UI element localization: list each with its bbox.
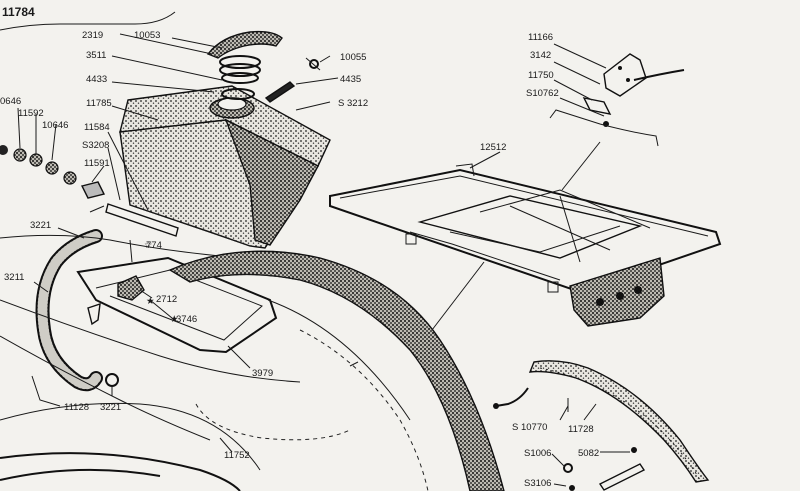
- callout-11128: 11128: [64, 402, 89, 413]
- callout-3221-top: 3221: [30, 220, 51, 231]
- callout-4433: 4433: [86, 74, 107, 85]
- callout-11584: 11584: [84, 122, 110, 133]
- star-marker: ☆: [144, 240, 153, 251]
- callout-4435: 4435: [340, 74, 361, 85]
- hose-clamp: [105, 373, 119, 387]
- callout-12512: 12512: [480, 142, 506, 153]
- callout-774: 774: [146, 240, 162, 251]
- callout-11591: 11591: [84, 158, 110, 169]
- figure-bracket: [0, 11, 176, 31]
- grommet-row: [0, 145, 179, 237]
- callout-10055: 10055: [340, 52, 366, 63]
- body-panel: [0, 234, 351, 491]
- callout-11752: 11752: [224, 450, 250, 461]
- callout-0646: 0646: [0, 96, 21, 107]
- callout-10053: 10053: [134, 30, 160, 41]
- luggage-rack: [329, 163, 722, 327]
- leader-lines: [17, 33, 630, 487]
- callout-10646: 10646: [42, 120, 68, 131]
- callout-11592: 11592: [18, 108, 44, 119]
- callout-11166: 11166: [528, 32, 553, 43]
- callout-11785: 11785: [86, 98, 112, 109]
- figure-number: 11784: [2, 5, 35, 19]
- callout-s10762: S10762: [526, 88, 559, 99]
- filler-cap-assembly: [206, 30, 321, 103]
- callout-2319: 2319: [82, 30, 103, 41]
- callout-s3212: S 3212: [338, 98, 368, 109]
- rack-bracket: [549, 53, 685, 147]
- callout-11750: 11750: [528, 70, 554, 81]
- callout-labels: 2319 10053 3511 10055 4433 4435 11785 S …: [0, 30, 599, 489]
- callout-3142: 3142: [530, 50, 551, 61]
- callout-3746: 3746: [176, 314, 197, 325]
- callout-2712: 2712: [156, 294, 177, 305]
- callout-11728: 11728: [568, 424, 594, 435]
- callout-s1006: S1006: [524, 448, 551, 459]
- star-marker: ★: [146, 296, 155, 307]
- callout-3511: 3511: [86, 50, 106, 61]
- fuel-tank: [119, 85, 331, 249]
- side-trim-strip: [528, 360, 710, 483]
- callout-3221-bottom: 3221: [100, 402, 121, 413]
- callout-3979: 3979: [252, 368, 273, 379]
- callout-s3208: S3208: [82, 140, 109, 151]
- callout-s10770: S 10770: [512, 422, 547, 433]
- star-marker: ★: [170, 314, 179, 325]
- fastener-set: [349, 361, 646, 491]
- callout-s3106: S3106: [524, 478, 551, 489]
- callout-5082: 5082: [578, 448, 599, 459]
- callout-3211: 3211: [4, 272, 24, 283]
